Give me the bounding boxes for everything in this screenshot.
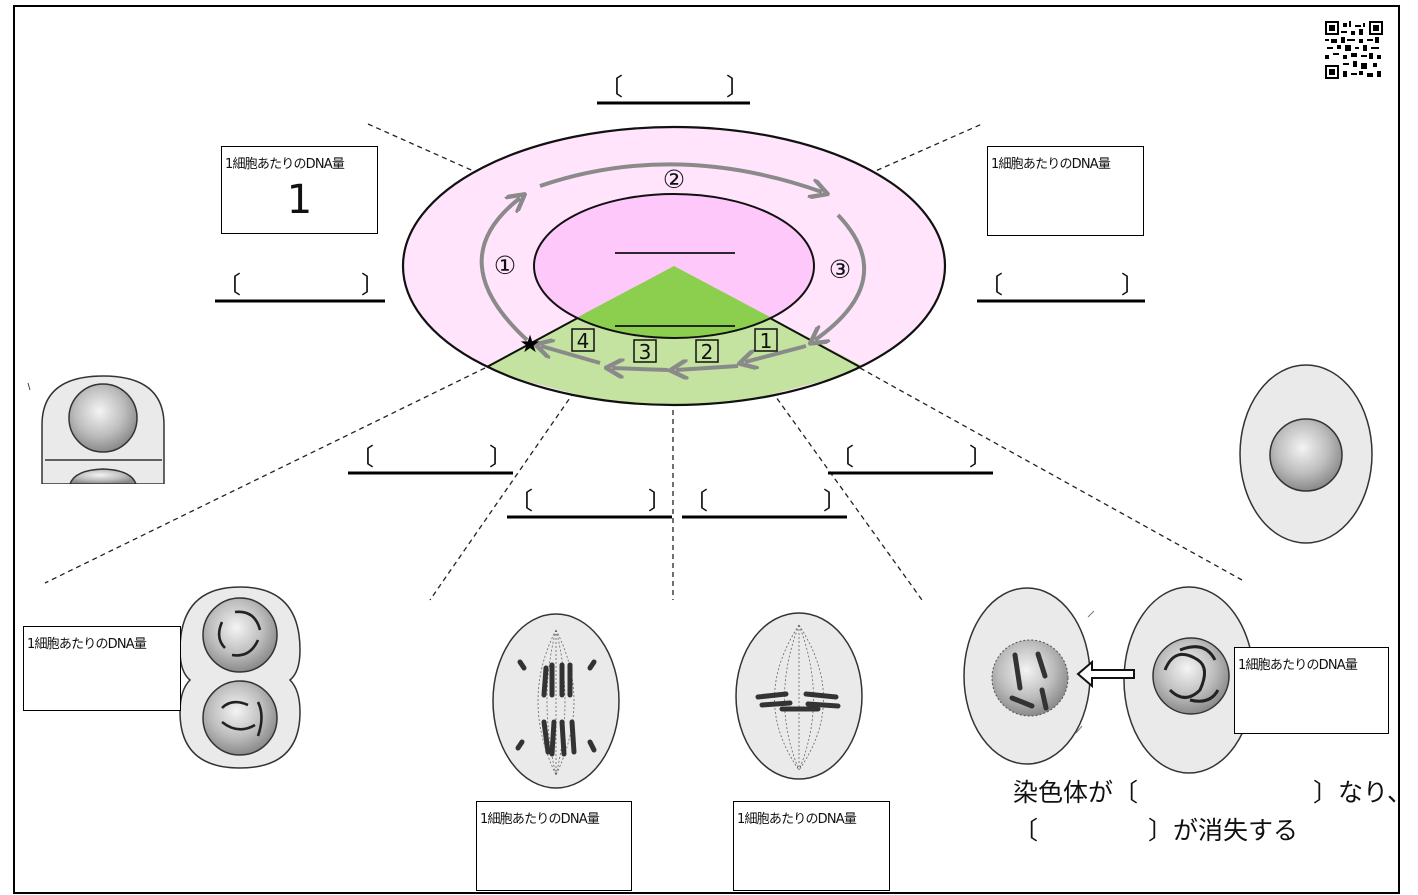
dna-box-telophase: 1細胞あたりのDNA量 (23, 626, 181, 711)
bracket-close: 〕 (361, 271, 385, 299)
cell-image-prophase (963, 586, 1255, 774)
sentence-line-1-prefix: 染色体が〔 (1013, 778, 1139, 807)
bracket-close: 〕 (969, 443, 993, 471)
bracket-bottom-right: 〔〕 (682, 487, 847, 519)
sentence-line-1: 染色体が〔 〕なり、 (1013, 773, 1412, 809)
svg-text:1: 1 (760, 329, 773, 353)
circled-number-2: ② (663, 165, 685, 194)
boxed-number-4: 4 (571, 328, 595, 353)
cell-image-interphase (1239, 364, 1373, 544)
sentence-line-2: 〔 〕が消失する (1013, 811, 1298, 847)
circled-number-1: ① (494, 251, 516, 280)
bracket-close: 〕 (489, 443, 513, 471)
page-frame (13, 5, 1400, 894)
bracket-close: 〕 (726, 73, 750, 101)
cell-image-daughter-cells-partial (27, 375, 170, 498)
bracket-open: 〔 (979, 271, 1003, 299)
dna-label: 1細胞あたりのDNA量 (737, 812, 857, 827)
sentence-line-2-prefix: 〔 (1013, 816, 1039, 845)
m-phase-inner-sector (534, 266, 814, 338)
bracket-close: 〕 (648, 487, 672, 515)
bracket-open: 〔 (509, 487, 533, 515)
boxed-number-1: 1 (754, 328, 778, 353)
sentence-line-1-suffix: 〕なり、 (1313, 778, 1413, 807)
bracket-lower-left: 〔〕 (348, 443, 513, 475)
cell-image-metaphase (735, 612, 863, 780)
bracket-close: 〕 (1121, 271, 1145, 299)
star-marker: ★ (519, 330, 541, 358)
dna-label: 1細胞あたりのDNA量 (225, 157, 345, 172)
svg-text:2: 2 (701, 340, 714, 364)
bracket-open: 〔 (350, 443, 374, 471)
boxed-number-2: 2 (695, 339, 719, 364)
dna-box-prophase: 1細胞あたりのDNA量 (1234, 647, 1389, 734)
dna-box-top-left: 1細胞あたりのDNA量 1 (221, 146, 378, 234)
transition-arrow-icon (1076, 659, 1135, 689)
dna-label: 1細胞あたりのDNA量 (480, 812, 600, 827)
bracket-open: 〔 (599, 73, 623, 101)
bracket-top: 〔〕 (597, 73, 750, 105)
bracket-right: 〔〕 (977, 271, 1145, 303)
qr-code-icon (1325, 21, 1383, 79)
dna-label: 1細胞あたりのDNA量 (1238, 658, 1358, 673)
svg-text:4: 4 (577, 329, 590, 353)
answer-brackets: 〔〕〔〕〔〕〔〕〔〕〔〕〔〕 (215, 73, 1145, 519)
bracket-lower-right: 〔〕 (828, 443, 993, 475)
svg-text:3: 3 (639, 340, 652, 364)
dna-box-metaphase: 1細胞あたりのDNA量 (733, 801, 890, 891)
dna-box-top-right: 1細胞あたりのDNA量 (987, 146, 1144, 236)
dna-box-anaphase: 1細胞あたりのDNA量 (476, 801, 632, 891)
cycle-arrows (479, 162, 867, 370)
dna-label: 1細胞あたりのDNA量 (27, 637, 147, 652)
sentence-line-2-suffix: 〕が消失する (1148, 816, 1299, 845)
bracket-open: 〔 (217, 271, 241, 299)
boxed-number-3: 3 (633, 339, 657, 364)
dna-value: 1 (286, 177, 313, 223)
bracket-close: 〕 (823, 487, 847, 515)
m-phase-outer-sector (480, 266, 868, 405)
bracket-open: 〔 (684, 487, 708, 515)
dna-label: 1細胞あたりのDNA量 (991, 157, 1111, 172)
bracket-open: 〔 (830, 443, 854, 471)
cell-image-anaphase (492, 613, 620, 789)
bracket-left: 〔〕 (215, 271, 385, 303)
circled-number-3: ③ (829, 255, 851, 284)
bracket-bottom-left: 〔〕 (507, 487, 672, 519)
cell-image-telophase (179, 586, 301, 769)
